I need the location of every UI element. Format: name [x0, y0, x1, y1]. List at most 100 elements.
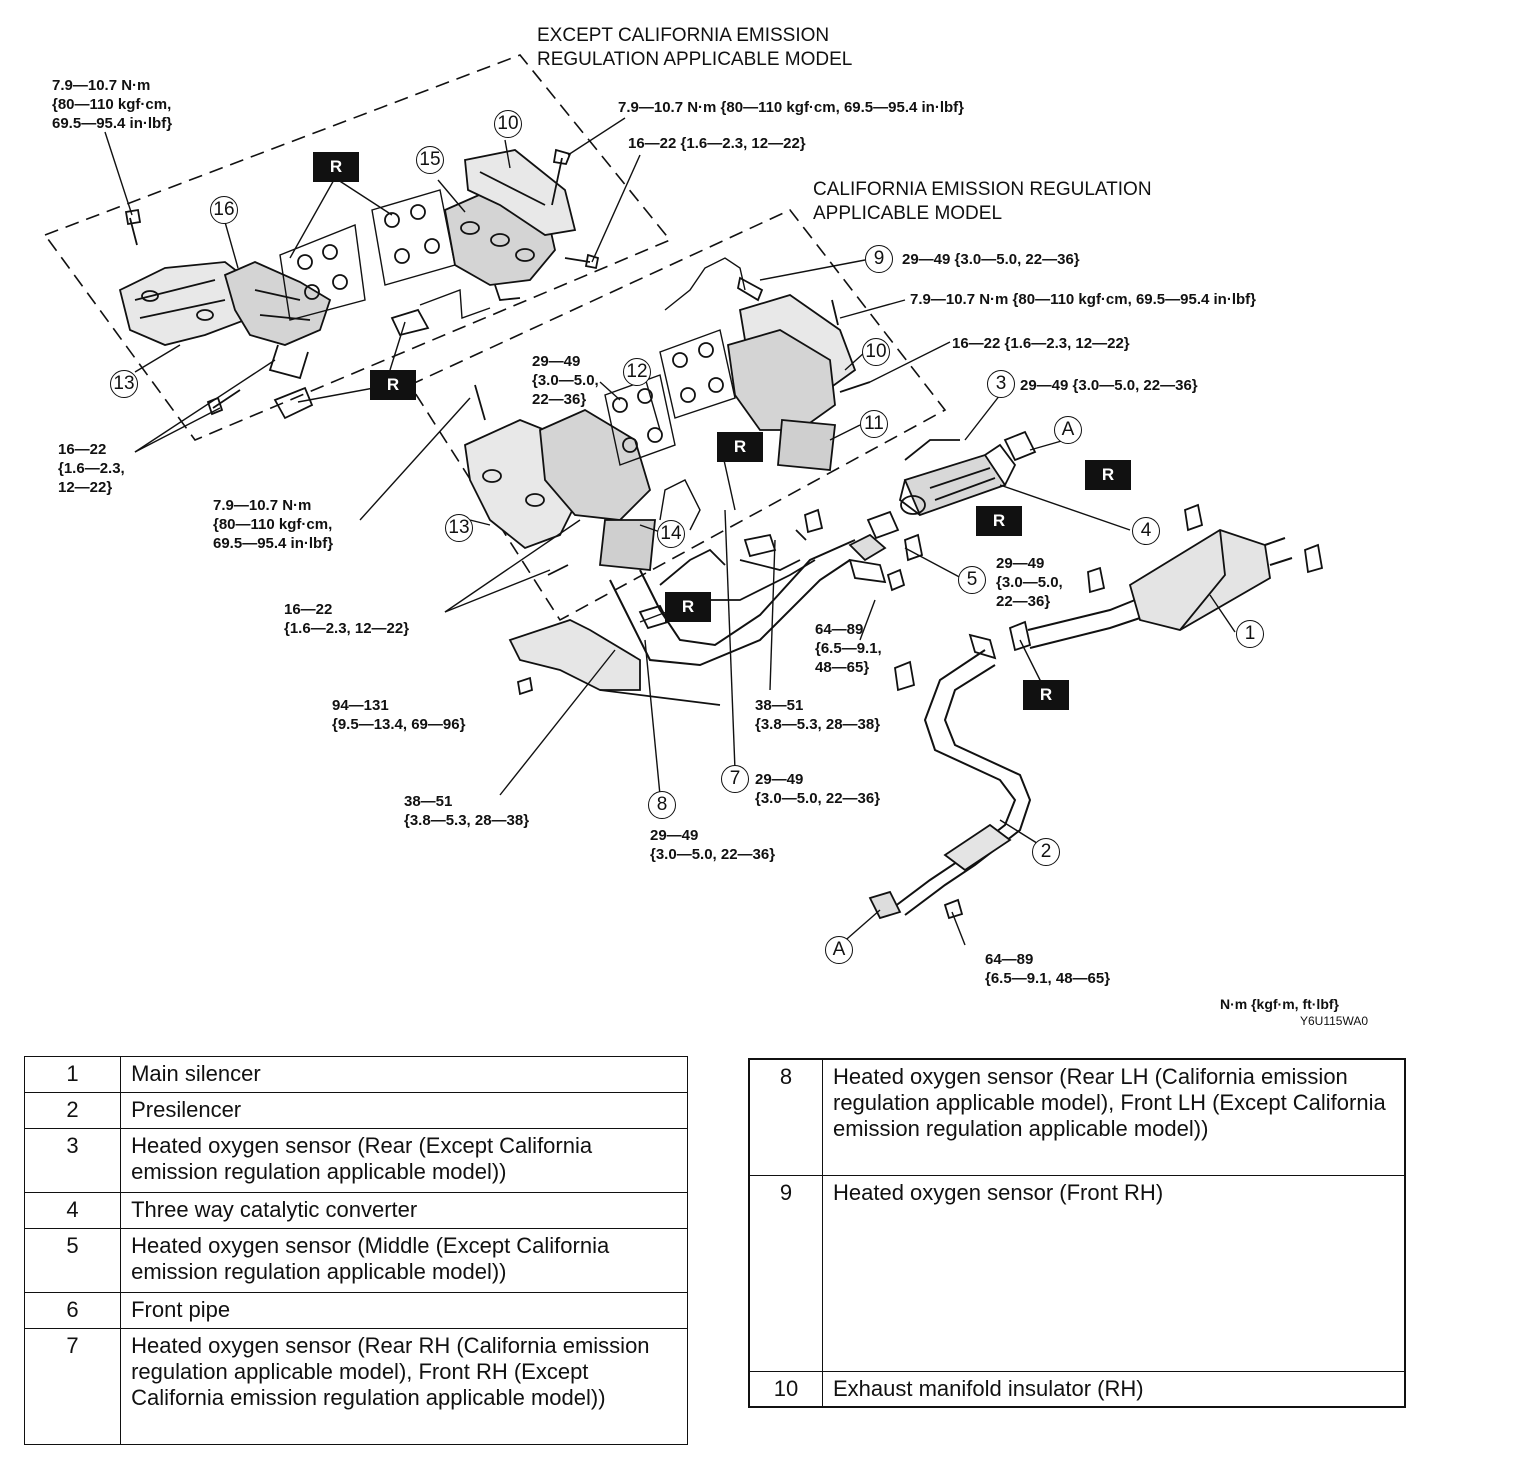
callout-12: 12 [623, 358, 651, 386]
legend-part-description: Main silencer [120, 1056, 688, 1093]
callout-13: 13 [110, 370, 138, 398]
torque-label: 29—49 {3.0—5.0, 22—36} [650, 827, 776, 863]
torque-label: 38—51 {3.8—5.3, 28—38} [755, 697, 881, 733]
legend-part-description: Exhaust manifold insulator (RH) [822, 1370, 1406, 1408]
gasket-rh-ca [659, 329, 736, 419]
legend-part-number: 9 [748, 1174, 823, 1372]
replace-mark: R [976, 506, 1022, 536]
hanger-rubber-3 [894, 660, 916, 692]
bolt-ca-lh-low [547, 564, 569, 576]
torque-label: 7.9—10.7 N·m {80—110 kgf·cm, 69.5—95.4 i… [618, 99, 964, 116]
callout-7: 7 [721, 765, 749, 793]
o2-sensor-rear-rh [659, 548, 726, 586]
legend-part-description: Heated oxygen sensor (Middle (Except Cal… [120, 1228, 688, 1293]
manifold-lh-upper [223, 261, 332, 380]
nut-front [886, 568, 906, 592]
o2-sensor-lh-cable [659, 479, 701, 531]
gasket-front-upper [390, 308, 430, 337]
o2-sensor-front-rh [736, 276, 764, 302]
gasket-silencer [1008, 620, 1032, 652]
figure-code: Y6U115WA0 [1300, 1014, 1369, 1028]
heading-california: CALIFORNIA EMISSION REGULATION APPLICABL… [813, 179, 1152, 224]
main-silencer-1 [1027, 529, 1293, 649]
torque-label: 7.9—10.7 N·m {80—110 kgf·cm, 69.5—95.4 i… [213, 497, 334, 552]
hanger-rubber-5 [1184, 503, 1204, 532]
replace-mark: R [717, 432, 763, 462]
bolt-upper-right [564, 253, 600, 270]
gasket-pipe-front [638, 604, 670, 630]
nut-94-131 [516, 676, 534, 696]
torque-label: 16—22 {1.6—2.3, 12—22} [952, 335, 1130, 352]
diagram-artwork [43, 54, 1324, 946]
replace-mark: R [665, 592, 711, 622]
callout-1: 1 [1236, 620, 1264, 648]
callout-14: 14 [657, 520, 685, 548]
gasket-ca-front [743, 533, 777, 558]
legend-part-description: Heated oxygen sensor (Rear RH (Californi… [120, 1328, 688, 1445]
legend-part-number: 1 [23, 1056, 122, 1093]
torque-label: 29—49 {3.0—5.0, 22—36} [996, 555, 1063, 610]
torque-label: 29—49 {3.0—5.0, 22—36} [902, 251, 1080, 268]
legend-part-number: 10 [748, 1370, 823, 1408]
torque-label: 7.9—10.7 N·m {80—110 kgf·cm, 69.5—95.4 i… [910, 291, 1256, 308]
bolt-ca-lh-top [474, 384, 486, 421]
legend-part-number: 8 [748, 1058, 823, 1176]
gasket-lh-upper [279, 224, 366, 321]
torque-label: 64—89 {6.5—9.1, 48—65} [815, 621, 882, 676]
replace-mark: R [1085, 460, 1131, 490]
insulator-rh-upper [464, 149, 577, 236]
bracket-64-89 [848, 558, 887, 584]
torque-label: 16—22 {1.6—2.3, 12—22} [284, 601, 410, 637]
legend-part-description: Three way catalytic converter [120, 1192, 688, 1229]
legend-part-number: 5 [23, 1228, 122, 1293]
torque-label: 16—22 {1.6—2.3, 12—22} [628, 135, 806, 152]
replace-mark: R [313, 152, 359, 182]
legend-part-number: 3 [23, 1128, 122, 1193]
gasket-lh-ca [604, 374, 676, 466]
torque-label: 16—22 {1.6—2.3, 12—22} [58, 441, 125, 496]
callout-10: 10 [862, 338, 890, 366]
gasket-cat-rear [1003, 430, 1037, 462]
legend-part-description: Heated oxygen sensor (Rear (Except Calif… [120, 1128, 688, 1193]
legend-part-description: Presilencer [120, 1092, 688, 1129]
callout-3: 3 [987, 370, 1015, 398]
callout-13: 13 [445, 514, 473, 542]
bolt-ca-top [831, 299, 839, 326]
except-california-region [43, 54, 672, 441]
california-region [408, 209, 947, 622]
hanger-rubber-2 [904, 533, 924, 562]
o2-sensor-front-rh-cable [664, 257, 746, 311]
replace-mark: R [1023, 680, 1069, 710]
legend-part-number: 7 [23, 1328, 122, 1445]
torque-label: 29—49 {3.0—5.0, 22—36} [755, 771, 881, 807]
callout-4: 4 [1132, 517, 1160, 545]
nut-presilencer [943, 898, 964, 920]
legend-part-description: Heated oxygen sensor (Front RH) [822, 1174, 1406, 1372]
legend-part-description: Heated oxygen sensor (Rear LH (Californi… [822, 1058, 1406, 1176]
exhaust-system-diagram: EXCEPT CALIFORNIA EMISSION REGULATION AP… [43, 25, 1369, 1028]
legend-part-number: 2 [23, 1092, 122, 1129]
hanger-rubber-4 [1087, 566, 1106, 594]
callout-10: 10 [494, 110, 522, 138]
legend-part-number: 4 [23, 1192, 122, 1229]
callout-5: 5 [958, 566, 986, 594]
torque-label: 38—51 {3.8—5.3, 28—38} [404, 793, 530, 829]
manifold-lh-ca [539, 408, 656, 571]
o2-sensor-rear [904, 439, 960, 461]
torque-label: 64—89 {6.5—9.1, 48—65} [985, 951, 1111, 987]
bolt-upper-lh [124, 208, 142, 246]
bolt-front-pipe [795, 529, 807, 541]
bracket-lower [508, 619, 721, 706]
hanger-rubber-6 [1304, 543, 1324, 574]
callout-16: 16 [210, 196, 238, 224]
